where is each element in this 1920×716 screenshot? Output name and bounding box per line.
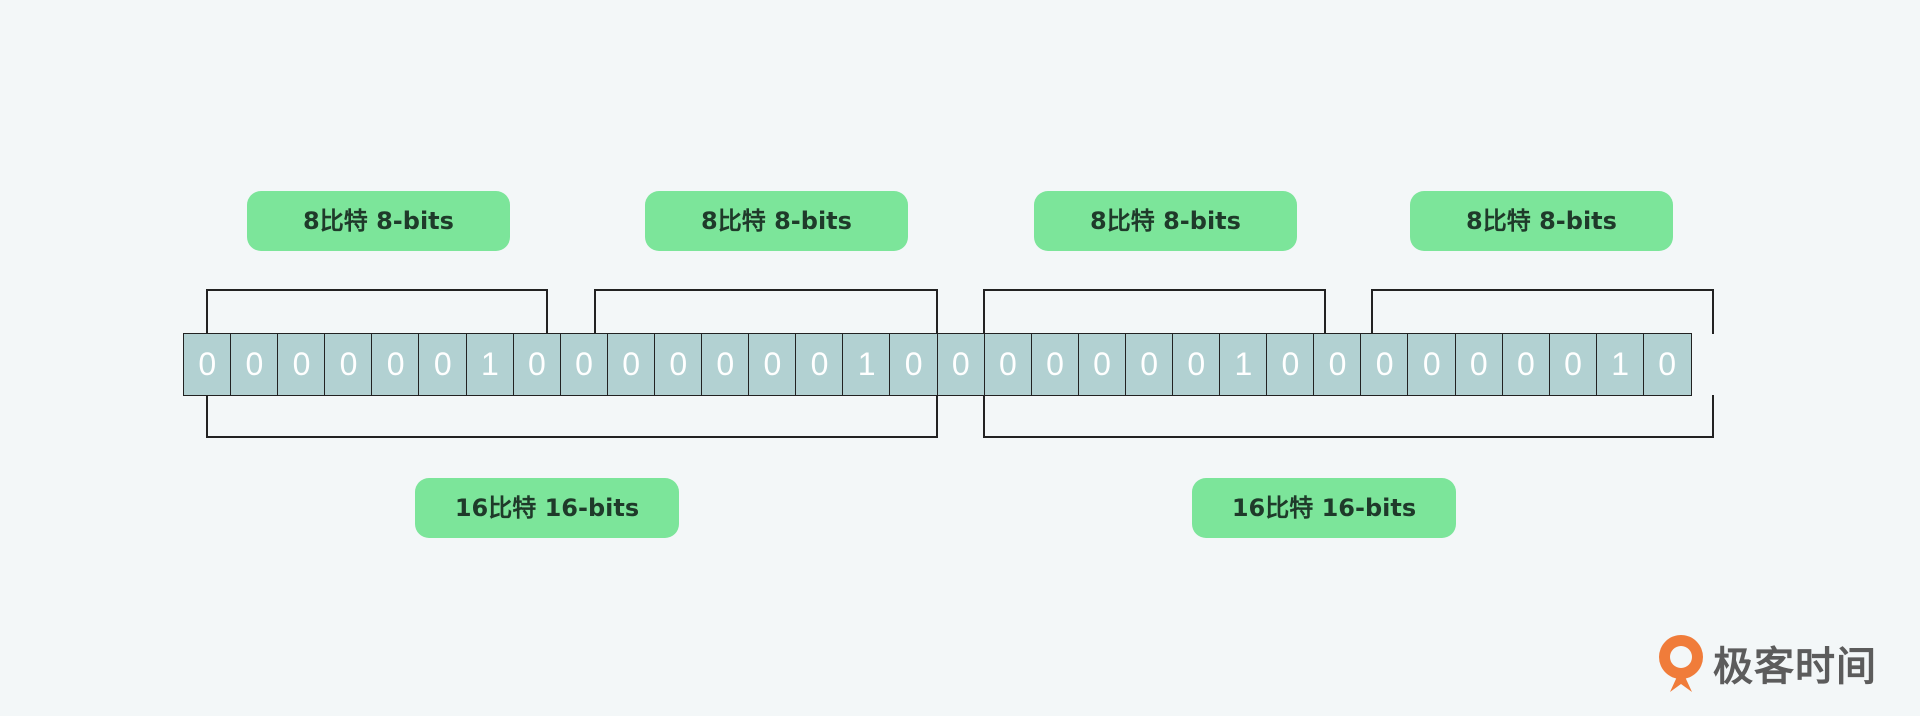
bit-cell: 0 (889, 333, 938, 396)
word-label-1: 16比特 16-bits (415, 478, 679, 538)
bit-cell: 1 (1595, 333, 1645, 396)
bit-cell: 0 (748, 333, 797, 396)
bit-cell: 0 (230, 333, 279, 396)
geektime-logo-icon (1659, 635, 1703, 692)
bit-cell: 0 (1171, 333, 1221, 396)
bit-cell: 0 (1124, 333, 1174, 396)
bit-cell: 0 (653, 333, 703, 396)
bit-cell: 0 (1313, 333, 1362, 396)
bit-cell: 0 (983, 333, 1033, 396)
bit-cell: 0 (1501, 333, 1551, 396)
byte-label-3: 8比特 8-bits (1034, 191, 1297, 251)
byte-bracket-4 (1371, 289, 1714, 334)
bit-cell: 0 (936, 333, 986, 396)
bit-cell: 0 (1642, 333, 1692, 396)
bit-cell: 0 (277, 333, 326, 396)
bit-cell: 0 (1407, 333, 1457, 396)
byte-bracket-1 (206, 289, 548, 334)
bit-cell: 0 (418, 333, 468, 396)
bit-cell: 0 (1030, 333, 1080, 396)
bit-cell: 0 (371, 333, 420, 396)
byte-label-1: 8比特 8-bits (247, 191, 510, 251)
bit-cell: 0 (1077, 333, 1127, 396)
bit-cell: 0 (1266, 333, 1315, 396)
byte-bracket-3 (983, 289, 1326, 334)
bit-cell: 1 (1219, 333, 1268, 396)
brand-logo-text: 极客时间 (1713, 644, 1877, 690)
bit-cell: 0 (1360, 333, 1409, 396)
bit-cell: 0 (559, 333, 609, 396)
bit-cell: 1 (465, 333, 515, 396)
word-label-2: 16比特 16-bits (1192, 478, 1456, 538)
byte-bracket-2 (594, 289, 938, 334)
word-bracket-1 (206, 395, 938, 438)
bit-cell: 0 (1454, 333, 1504, 396)
bit-cell: 0 (701, 333, 750, 396)
bit-cell: 0 (183, 333, 232, 396)
bit-cell: 0 (512, 333, 562, 396)
bit-cell: 0 (795, 333, 844, 396)
bit-cell: 0 (1548, 333, 1598, 396)
word-bracket-2 (983, 395, 1714, 438)
bit-cell: 0 (606, 333, 656, 396)
bit-cell: 0 (324, 333, 373, 396)
byte-label-2: 8比特 8-bits (645, 191, 908, 251)
byte-label-4: 8比特 8-bits (1410, 191, 1673, 251)
brand-logo: 极客时间 (1655, 632, 1877, 694)
bit-cell: 1 (842, 333, 891, 396)
